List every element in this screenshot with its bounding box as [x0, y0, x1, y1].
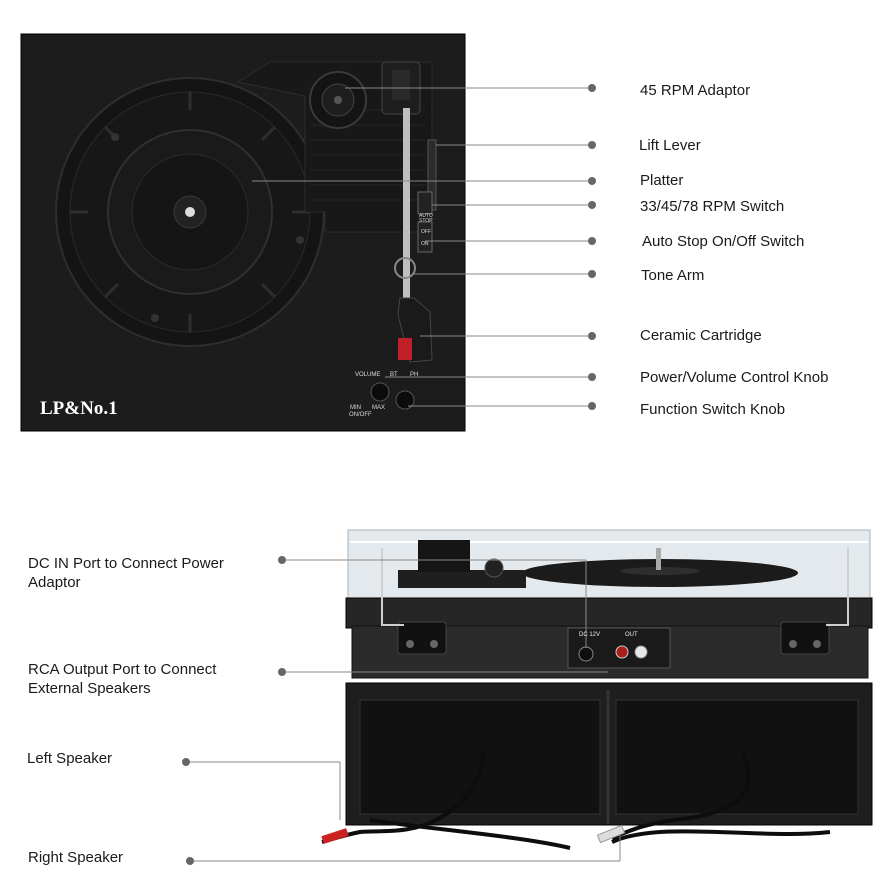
- label-rpm-switch: 33/45/78 RPM Switch: [640, 198, 785, 215]
- label-lift-lever: Lift Lever: [639, 137, 701, 154]
- label-ceramic-cartridge: Ceramic Cartridge: [640, 327, 762, 344]
- rca-left-port: [615, 645, 629, 659]
- label-auto-stop-switch: Auto Stop On/Off Switch: [642, 233, 805, 250]
- label-tone-arm: Tone Arm: [641, 267, 705, 284]
- 45-rpm-adaptor: [309, 71, 367, 129]
- rpm-switch: [417, 191, 433, 215]
- label-power-volume-knob: Power/Volume Control Knob: [640, 369, 829, 386]
- right-speaker-cable: [611, 751, 751, 840]
- bt-print: BT: [390, 372, 398, 378]
- auto-stop-print: AUTO STOP: [419, 213, 433, 224]
- volume-print: VOLUME: [355, 372, 381, 378]
- platter: [55, 77, 325, 347]
- off-print: OFF: [421, 229, 431, 235]
- power-volume-knob: [370, 382, 390, 402]
- label-function-switch-knob: Function Switch Knob: [640, 401, 786, 418]
- min-print: MIN: [350, 405, 361, 411]
- onoff-print: ON/OFF: [349, 412, 372, 418]
- rca-right-port: [634, 645, 648, 659]
- max-print: MAX: [372, 405, 386, 411]
- auto-stop-switch: [417, 221, 433, 253]
- turntable-back-view: [345, 529, 873, 679]
- label-right-speaker: Right Speaker: [28, 849, 124, 866]
- speakers: [345, 682, 873, 826]
- ph-print: PH: [410, 372, 419, 378]
- label-platter: Platter: [640, 172, 684, 189]
- label-dc-in-port: DC IN Port to Connect Power Adaptor: [28, 555, 224, 591]
- function-switch-knob: [395, 390, 415, 410]
- on-print: ON: [421, 241, 429, 247]
- label-rca-output-port: RCA Output Port to Connect External Spea…: [28, 661, 217, 697]
- out-print: OUT: [625, 632, 638, 638]
- brand-logo: LP&No.1: [40, 398, 118, 419]
- dc-in-port: [578, 646, 594, 662]
- label-left-speaker: Left Speaker: [27, 750, 113, 767]
- label-45-rpm-adaptor: 45 RPM Adaptor: [640, 82, 751, 99]
- dc-print: DC 12V: [579, 632, 601, 638]
- tone-arm: [381, 61, 433, 363]
